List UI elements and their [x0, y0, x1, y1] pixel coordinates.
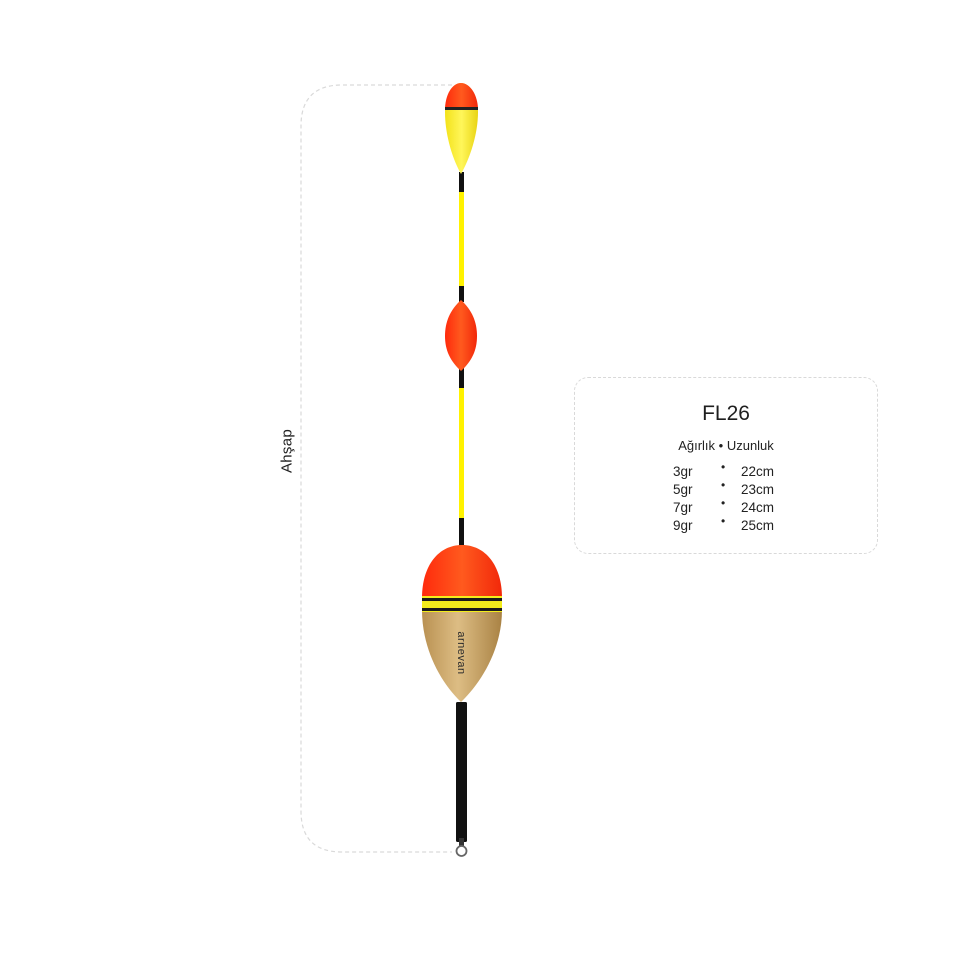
spec-separator: • — [721, 514, 726, 528]
float-tip — [445, 83, 478, 174]
spec-row: 7gr • 24cm — [575, 496, 877, 518]
spec-length: 23cm — [741, 482, 775, 497]
spec-length: 22cm — [741, 464, 775, 479]
float-keel — [455, 702, 468, 857]
spec-length: 24cm — [741, 500, 775, 515]
spec-length: 25cm — [741, 518, 775, 533]
spec-weight: 9gr — [673, 518, 693, 533]
brand-logo: arnevan — [455, 631, 467, 674]
spec-separator: • — [721, 460, 726, 474]
spec-weight: 3gr — [673, 464, 693, 479]
spec-weight: 5gr — [673, 482, 693, 497]
spec-row: 3gr • 22cm — [575, 460, 877, 482]
spec-separator: • — [721, 496, 726, 510]
spec-weight: 7gr — [673, 500, 693, 515]
model-code: FL26 — [702, 402, 750, 425]
spec-row: 9gr • 25cm — [575, 514, 877, 536]
spec-row: 5gr • 23cm — [575, 478, 877, 500]
float-body — [422, 545, 502, 702]
material-label: Ahşap — [278, 428, 296, 474]
spec-card: FL26 Ağırlık • Uzunluk 3gr • 22cm 5gr • … — [574, 377, 878, 554]
spec-header: Ağırlık • Uzunluk — [678, 438, 774, 453]
antenna-stem — [459, 172, 464, 548]
float-olive — [445, 300, 477, 371]
dimension-bracket — [300, 84, 452, 853]
spec-separator: • — [721, 478, 726, 492]
